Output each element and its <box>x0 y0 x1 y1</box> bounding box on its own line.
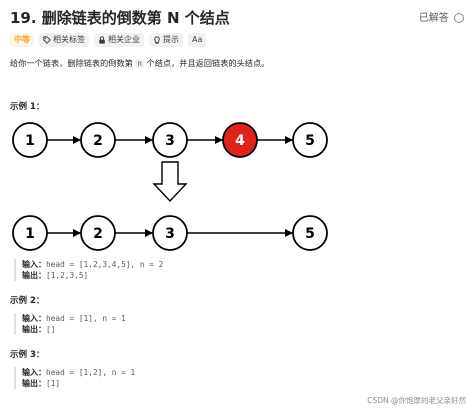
down-arrow-icon <box>152 161 188 203</box>
related-companies-button[interactable]: 相关企业 <box>94 33 144 47</box>
problem-title: 19. 删除链表的倒数第 N 个结点 <box>10 9 230 27</box>
tag-bar: 中等 相关标签 相关企业 提示 Aa <box>10 33 207 47</box>
removed-node-label: 4 <box>235 133 245 149</box>
list-node-before-1 <box>12 122 48 158</box>
related-tags-label: 相关标签 <box>53 35 85 44</box>
list-node-before-2 <box>80 122 116 158</box>
example-2-output: [] <box>46 325 56 334</box>
example-3-input: head = [1,2], n = 1 <box>46 368 136 377</box>
list-node-before-5-label: 5 <box>305 133 315 149</box>
hint-label: 提示 <box>163 35 179 44</box>
check-circle-icon <box>454 13 464 23</box>
example-1-input: head = [1,2,3,4,5], n = 2 <box>46 260 164 269</box>
example-3-output-label: 输出： <box>22 379 46 388</box>
solved-status: 已解答 <box>419 9 464 24</box>
font-label: Aa <box>192 35 203 44</box>
list-node-after-3 <box>152 215 188 251</box>
list-node-before-5 <box>292 122 328 158</box>
difficulty-badge: 中等 <box>10 33 34 47</box>
list-node-before-1-label: 1 <box>25 133 35 149</box>
solved-label: 已解答 <box>418 13 449 24</box>
lock-icon <box>99 36 105 44</box>
example-1-block: 输入：head = [1,2,3,4,5], n = 2 输出：[1,2,3,5… <box>14 259 163 281</box>
list-before-removal: 1 2 3 4 5 <box>12 122 328 158</box>
list-node-after-3-label: 3 <box>165 226 175 242</box>
problem-description: 给你一个链表，删除链表的倒数第 n 个结点，并且返回链表的头结点。 <box>10 57 269 69</box>
example-2-title: 示例 2： <box>10 296 45 306</box>
list-node-after-1 <box>12 215 48 251</box>
example-2-block: 输入：head = [1], n = 1 输出：[] <box>14 313 126 335</box>
list-after-removal: 1 2 3 5 <box>12 215 328 251</box>
tag-icon <box>43 36 51 44</box>
description-after: 个结点，并且返回链表的头结点。 <box>143 58 270 68</box>
example-1-output: [1,2,3,5] <box>46 271 89 280</box>
lightbulb-icon <box>154 36 160 44</box>
example-1-input-label: 输入： <box>22 260 46 269</box>
related-companies-label: 相关企业 <box>108 35 140 44</box>
list-node-after-2-label: 2 <box>93 226 103 242</box>
example-3-input-label: 输入： <box>22 368 46 377</box>
example-2-input: head = [1], n = 1 <box>46 314 126 323</box>
hint-button[interactable]: 提示 <box>149 33 183 47</box>
watermark: CSDN @你饱厚的老父亲好然 <box>367 396 466 405</box>
example-3-title: 示例 3： <box>10 350 45 360</box>
description-code: n <box>135 59 144 68</box>
font-button[interactable]: Aa <box>188 33 207 47</box>
example-3-block: 输入：head = [1,2], n = 1 输出：[1] <box>14 367 135 389</box>
list-node-after-1-label: 1 <box>25 226 35 242</box>
removed-node <box>222 122 258 158</box>
description-before: 给你一个链表，删除链表的倒数第 <box>10 58 136 68</box>
list-node-before-3 <box>152 122 188 158</box>
example-2-output-label: 输出： <box>22 325 46 334</box>
example-3-output: [1] <box>46 379 61 388</box>
list-node-after-2 <box>80 215 116 251</box>
list-node-after-4 <box>292 215 328 251</box>
list-node-before-2-label: 2 <box>93 133 103 149</box>
list-node-before-3-label: 3 <box>165 133 175 149</box>
related-tags-button[interactable]: 相关标签 <box>39 33 89 47</box>
example-1-title: 示例 1： <box>10 102 45 112</box>
example-1-output-label: 输出： <box>22 271 46 280</box>
list-node-after-4-label: 5 <box>305 226 315 242</box>
example-2-input-label: 输入： <box>22 314 46 323</box>
